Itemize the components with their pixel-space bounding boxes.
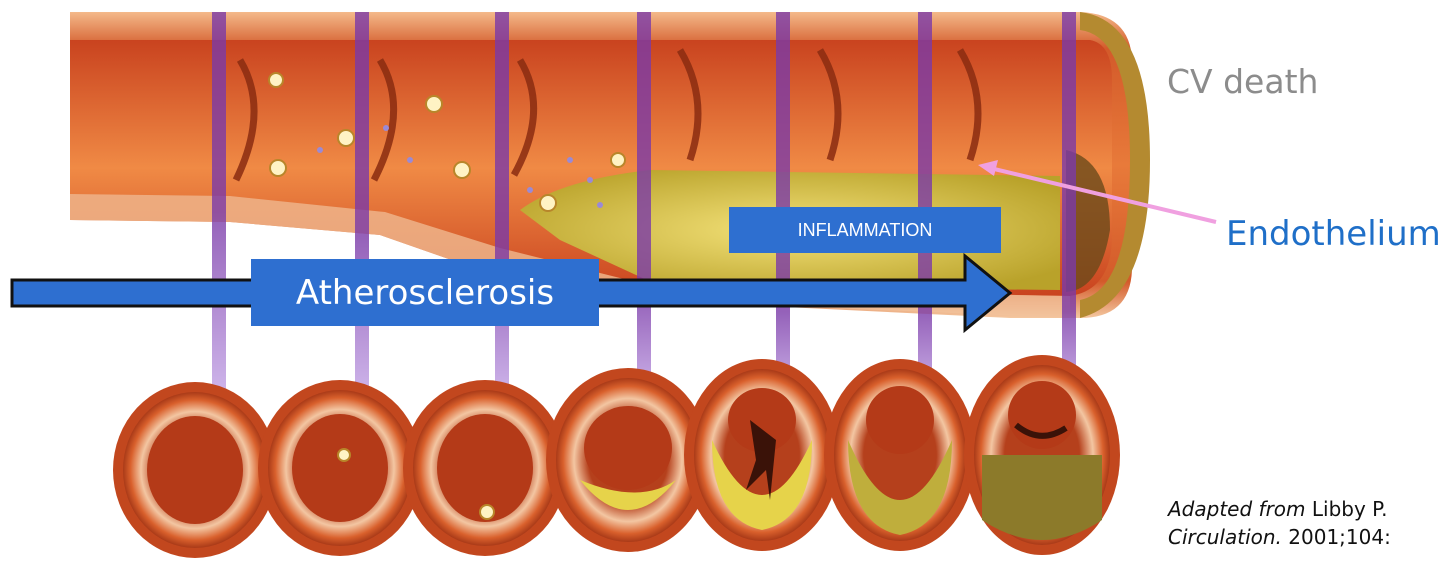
cv-death-label: CV death <box>1167 62 1318 101</box>
citation-adapted-from: Adapted from <box>1168 497 1306 521</box>
cross-section-7 <box>964 355 1120 555</box>
citation-volume: 2001;104: <box>1282 525 1391 549</box>
citation-line-1: Adapted from Libby P. <box>1168 495 1391 523</box>
citation-journal: Circulation. <box>1168 525 1282 549</box>
cross-section-1 <box>113 382 277 558</box>
citation: Adapted from Libby P. Circulation. 2001;… <box>1168 495 1391 551</box>
atherosclerosis-label: Atherosclerosis <box>251 259 599 326</box>
inflammation-label: INFLAMMATION <box>729 207 1001 253</box>
endothelium-label: Endothelium <box>1226 214 1441 254</box>
citation-line-2: Circulation. 2001;104: <box>1168 523 1391 551</box>
cross-sections <box>113 355 1120 558</box>
cross-section-2 <box>258 380 422 556</box>
cross-section-6 <box>824 359 976 551</box>
cross-section-5 <box>684 359 840 551</box>
cross-section-3 <box>403 380 567 556</box>
citation-author: Libby P. <box>1306 497 1388 521</box>
